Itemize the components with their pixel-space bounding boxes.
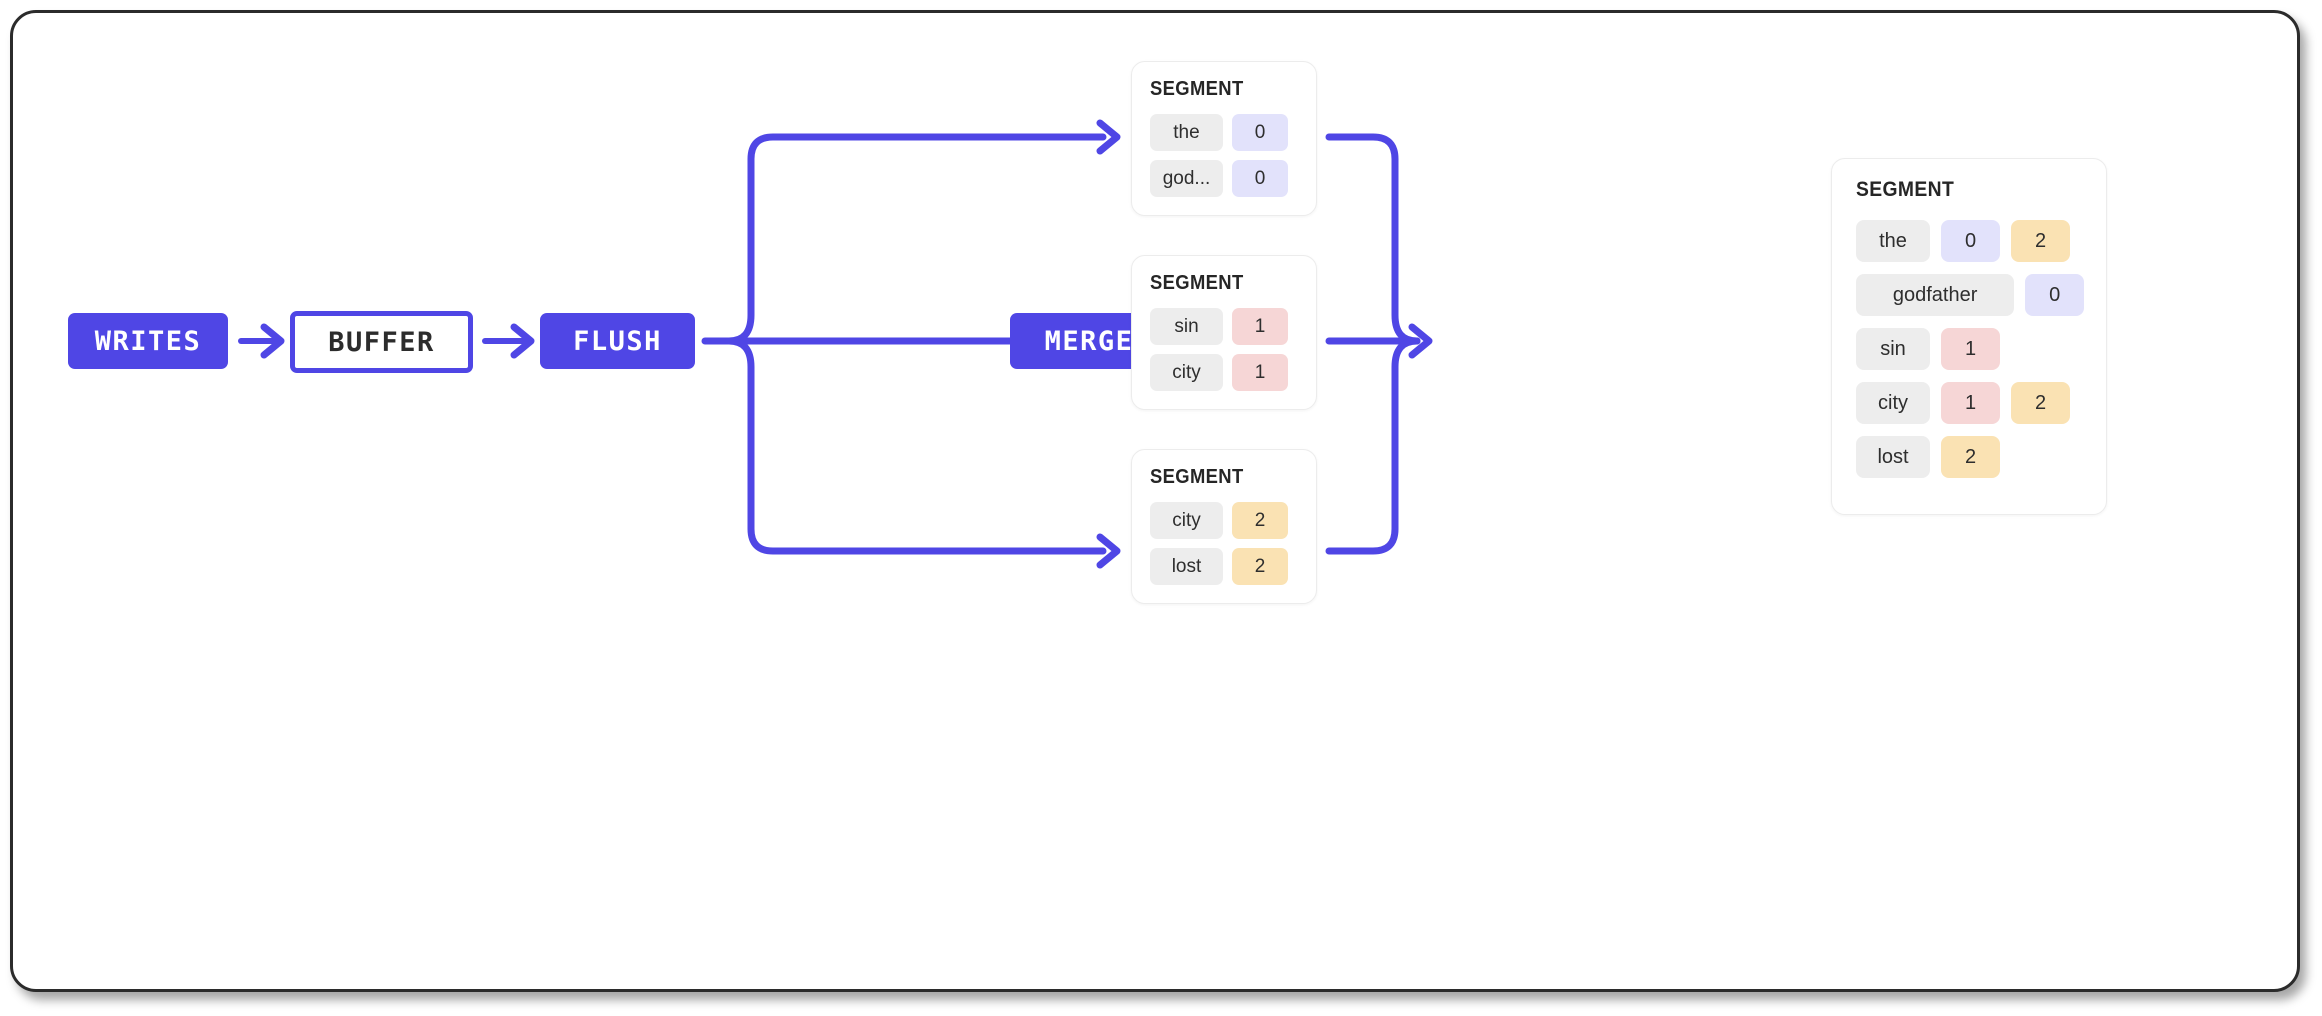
node-flush[interactable]: FLUSH [540, 313, 695, 369]
segment-value-chip: 0 [1232, 160, 1288, 197]
segment-card-title: SEGMENT [1150, 272, 1244, 294]
segment-value-chip: 2 [2011, 220, 2070, 262]
merged-segment-card-title: SEGMENT [1856, 178, 1955, 201]
segment-card-title: SEGMENT [1150, 466, 1244, 488]
segment-value-chip: 2 [1232, 548, 1288, 585]
segment-value-chip: 2 [2011, 382, 2070, 424]
segment-key-chip: lost [1150, 548, 1223, 585]
fanin-arrowhead [1412, 327, 1429, 355]
segment-key-chip: the [1150, 114, 1223, 151]
segment-key-chip: lost [1856, 436, 1930, 478]
segment-value-chip: 1 [1232, 354, 1288, 391]
segment-value-chip: 1 [1941, 328, 2000, 370]
segment-key-chip: god... [1150, 160, 1223, 197]
edge-segments-fanin [1325, 133, 1421, 555]
segment-value-chip: 1 [1232, 308, 1288, 345]
segment-row: lost 2 [1856, 436, 2084, 478]
segment-row: god...0 [1150, 160, 1298, 197]
segment-key-chip: city [1150, 354, 1223, 391]
node-buffer[interactable]: BUFFER [290, 311, 473, 373]
segment-value-chip: 2 [1232, 502, 1288, 539]
segment-key-chip: the [1856, 220, 1930, 262]
segment-card-title: SEGMENT [1150, 78, 1244, 100]
segment-value-chip: 0 [1232, 114, 1288, 151]
segment-value-chip: 0 [2025, 274, 2084, 316]
segment-key-chip: sin [1856, 328, 1930, 370]
segment-key-chip: godfather [1856, 274, 2015, 316]
edge-writes-to-buffer [238, 327, 281, 355]
segment-value-chip: 1 [1941, 382, 2000, 424]
node-writes[interactable]: WRITES [68, 313, 228, 369]
segment-value-chip: 2 [1941, 436, 2000, 478]
segment-key-chip: city [1150, 502, 1223, 539]
segment-row: sin 1 [1856, 328, 2084, 370]
segment-key-chip: city [1856, 382, 1930, 424]
edge-buffer-to-flush [482, 327, 531, 355]
segment-value-chip: 0 [1941, 220, 2000, 262]
segment-key-chip: sin [1150, 308, 1223, 345]
